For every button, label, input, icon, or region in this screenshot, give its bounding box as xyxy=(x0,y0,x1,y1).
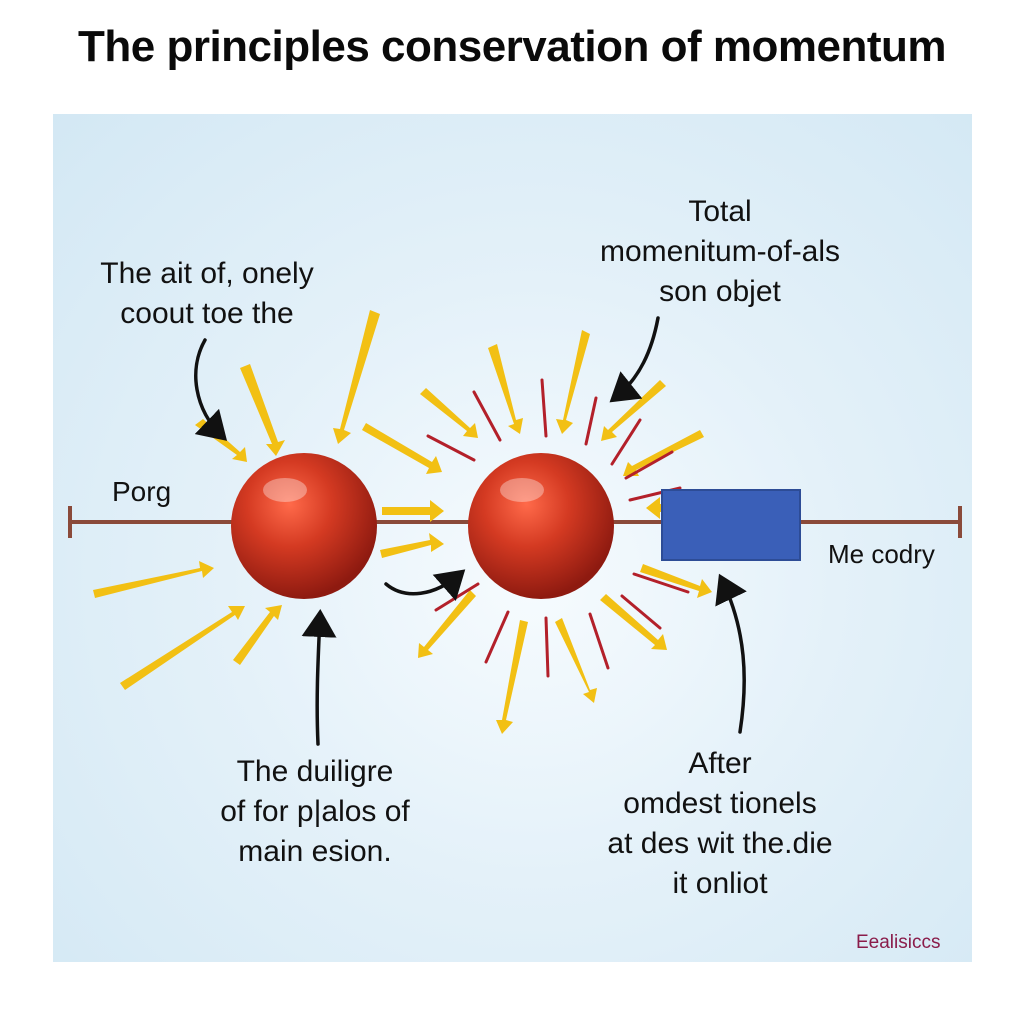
top-right-label: Total momenitum-of-als son objet xyxy=(560,192,880,312)
top-left-label: The ait of, onely coout toe the xyxy=(72,254,342,334)
top-right-line-1: Total xyxy=(688,195,752,228)
top-right-line-2: momenitum-of-als xyxy=(599,235,841,268)
bottom-right-line-1: After xyxy=(688,747,752,780)
callout-arrows xyxy=(194,316,747,746)
right-ball xyxy=(468,453,614,599)
blue-block xyxy=(661,489,801,561)
axis-right-label: Me codry xyxy=(828,539,935,569)
watermark-logo: Eealisiccs xyxy=(856,932,941,953)
bottom-left-line-3: main esion. xyxy=(238,835,392,868)
top-left-line-1: The ait of, onely xyxy=(100,257,314,290)
bottom-right-line-2: omdest tionels xyxy=(623,787,817,820)
spark-lines xyxy=(426,378,690,678)
bottom-left-line-2: of for p|alos of xyxy=(220,795,410,828)
top-left-line-2: coout toe the xyxy=(120,297,294,330)
bottom-right-line-4: it onliot xyxy=(672,867,768,900)
bottom-left-line-1: The duiligre xyxy=(236,755,394,788)
page-title: The principles conservation of momentum xyxy=(78,22,946,71)
bottom-right-line-3: at des wit the.die xyxy=(607,827,833,860)
left-ball xyxy=(231,453,377,599)
bottom-right-label: After omdest tionels at des wit the.die … xyxy=(570,744,870,904)
axis-left-label: Porg xyxy=(112,476,172,507)
top-right-line-3: son objet xyxy=(659,275,781,308)
bottom-left-label: The duiligre of for p|alos of main esion… xyxy=(170,752,460,872)
right-burst-arrows xyxy=(418,330,712,734)
